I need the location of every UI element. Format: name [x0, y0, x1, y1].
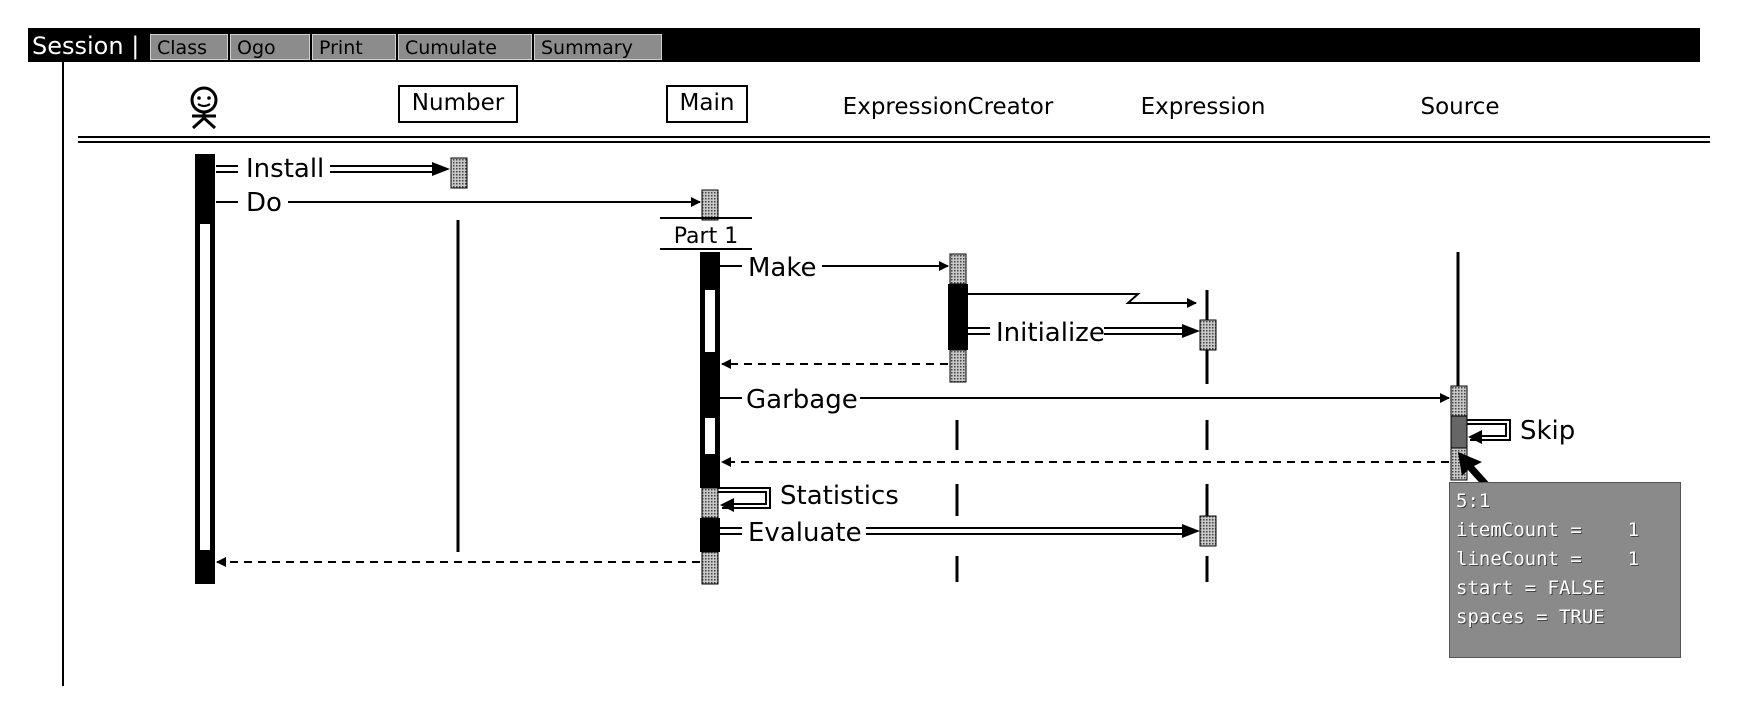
message-make-label: Make: [748, 253, 817, 283]
activation-expression-evaluate: [1199, 515, 1217, 547]
message-statistics-label: Statistics: [780, 481, 899, 511]
object-main-box[interactable]: [666, 85, 748, 123]
popup-start: start = FALSE: [1456, 577, 1605, 599]
tab-print[interactable]: Print: [312, 34, 396, 60]
object-expression[interactable]: Expression: [1141, 94, 1266, 120]
session-label: Session |: [32, 32, 140, 60]
object-state-popup: 5:1 itemCount = 1 lineCount = 1 start = …: [1449, 482, 1681, 658]
object-number-box[interactable]: [398, 85, 518, 123]
object-source[interactable]: Source: [1421, 94, 1500, 120]
popup-spaces: spaces = TRUE: [1456, 606, 1605, 628]
activation-expression-creator-top: [949, 253, 967, 285]
activation-main-gap: [705, 418, 715, 454]
activation-main-top: [701, 189, 719, 221]
popup-line-count: lineCount = 1: [1456, 548, 1640, 570]
message-create: [968, 293, 1197, 308]
message-do-label: Do: [246, 188, 282, 218]
tab-class[interactable]: Class: [150, 34, 228, 60]
message-evaluate-label: Evaluate: [748, 518, 862, 548]
message-garbage-label: Garbage: [746, 385, 858, 415]
activation-number: [450, 157, 468, 189]
activation-expression: [1199, 319, 1217, 351]
activation-source-skip: [1450, 415, 1468, 449]
message-skip-label: Skip: [1520, 416, 1575, 446]
activation-main-bottom: [701, 551, 719, 585]
object-main: Main: [680, 90, 735, 116]
actor-icon[interactable]: [190, 86, 218, 130]
message-initialize-label: Initialize: [996, 318, 1105, 348]
activation-expression-creator: [948, 284, 968, 350]
activation-expression-creator-bottom: [949, 349, 967, 383]
fragment-label: Part 1: [674, 224, 738, 249]
tab-ogo[interactable]: Ogo: [230, 34, 310, 60]
object-number: Number: [412, 90, 505, 116]
mouse-pointer-icon: [1458, 452, 1492, 490]
activation-main-statistics: [701, 487, 719, 519]
tab-summary[interactable]: Summary: [534, 34, 662, 60]
message-install-label: Install: [246, 154, 324, 184]
activation-source: [1450, 385, 1468, 417]
activation-main-gap: [705, 290, 715, 352]
activation-actor-inner: [200, 224, 210, 550]
activation-main-evaluate: [700, 518, 720, 552]
tab-cumulate[interactable]: Cumulate: [398, 34, 532, 60]
popup-item-count: itemCount = 1: [1456, 519, 1640, 541]
popup-title: 5:1: [1456, 490, 1491, 512]
object-expression-creator[interactable]: ExpressionCreator: [843, 94, 1054, 120]
